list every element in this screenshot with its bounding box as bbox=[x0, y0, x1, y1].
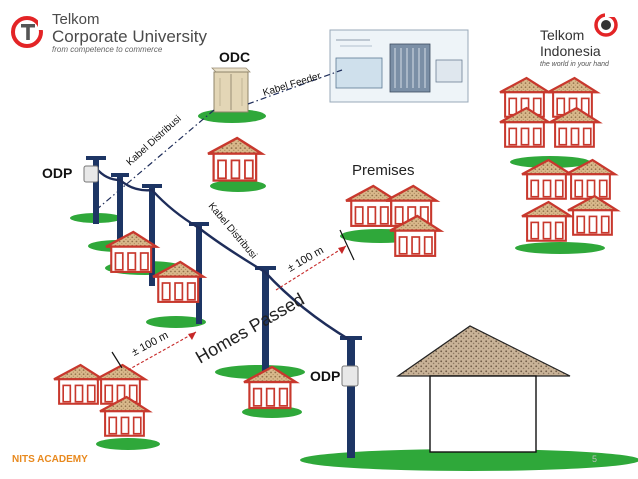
telkom-indonesia-line2: Indonesia bbox=[540, 43, 601, 59]
university-tagline: from competence to commerce bbox=[52, 45, 163, 54]
odp-right-box bbox=[341, 365, 359, 387]
odp-left-box bbox=[83, 165, 99, 183]
distance-left-label: ± 100 m bbox=[130, 329, 171, 358]
house-left-1 bbox=[104, 230, 158, 274]
distribusi-label-1: Kabel Distribusi bbox=[125, 114, 184, 169]
aerial-cable bbox=[95, 167, 351, 342]
odp-left-label: ODP bbox=[42, 165, 72, 181]
homes-passed-label: Homes Passed bbox=[192, 289, 308, 367]
telkom-indonesia-line1: Telkom bbox=[540, 27, 584, 43]
odc-inset-photo bbox=[329, 29, 469, 103]
odc-label: ODC bbox=[219, 49, 250, 65]
university-title-line1: Telkom bbox=[52, 11, 100, 28]
house-cluster-bl-2 bbox=[94, 363, 147, 405]
telkom-corpu-logo bbox=[11, 16, 46, 48]
page-number: 5 bbox=[592, 454, 597, 464]
pole-6 bbox=[347, 338, 355, 458]
telkom-indonesia-logo bbox=[594, 10, 618, 37]
pole-5 bbox=[262, 268, 269, 376]
house-mr-3 bbox=[520, 200, 573, 242]
feeder-label: Kabel Feeder bbox=[262, 71, 323, 99]
telkom-indonesia-tagline: the world in your hand bbox=[540, 61, 610, 68]
distance-marker-right bbox=[275, 229, 355, 291]
distribusi-cable-1 bbox=[95, 109, 215, 211]
premises-label: Premises bbox=[352, 162, 415, 179]
pole-3 bbox=[149, 186, 155, 286]
cabinet-icon bbox=[211, 67, 251, 113]
pole-1 bbox=[93, 158, 99, 224]
footer-academy: NITS ACADEMY bbox=[12, 454, 88, 465]
house-top-middle bbox=[206, 136, 263, 182]
house-cluster-bl-1 bbox=[52, 363, 105, 405]
feeder-cable bbox=[247, 69, 343, 105]
house-premises-1 bbox=[344, 184, 398, 228]
odp-right-label: ODP bbox=[310, 368, 340, 384]
big-house bbox=[396, 325, 571, 453]
university-title-line2: Corporate University bbox=[52, 27, 207, 46]
distance-right-label: ± 100 m bbox=[286, 244, 326, 274]
house-mr-4 bbox=[566, 194, 619, 236]
distance-marker-left bbox=[111, 331, 197, 371]
pole-2 bbox=[117, 175, 123, 249]
